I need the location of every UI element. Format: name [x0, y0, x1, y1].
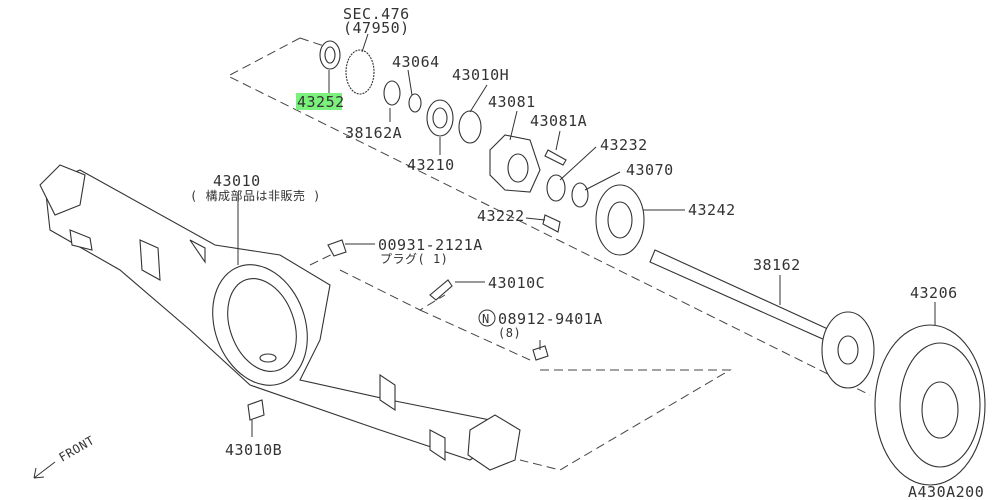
o-ring	[458, 110, 482, 144]
sheet-code: A430A200	[908, 483, 984, 500]
label-43064[interactable]: 43064	[392, 53, 440, 71]
drain-plug	[327, 239, 347, 257]
label-08912-9401a[interactable]: 08912-9401A	[498, 310, 603, 328]
axle-shaft	[649, 249, 831, 341]
label-38162a[interactable]: 38162A	[345, 124, 402, 142]
label-43081[interactable]: 43081	[488, 93, 536, 111]
label-43222[interactable]: 43222	[477, 207, 525, 225]
sensor-rotor	[345, 49, 375, 95]
bearing-lock-nut	[383, 80, 401, 106]
nut	[532, 345, 549, 361]
label-43010-note: ( 構成部品は非販売 )	[190, 188, 321, 203]
n-mark: N	[482, 312, 490, 326]
spacer	[571, 182, 589, 208]
label-38162[interactable]: 38162	[753, 256, 801, 274]
label-43070[interactable]: 43070	[626, 161, 674, 179]
label-43010c[interactable]: 43010C	[488, 274, 545, 292]
label-08912-qty: (8)	[498, 326, 521, 340]
label-43010h[interactable]: 43010H	[452, 66, 509, 84]
label-43206[interactable]: 43206	[910, 284, 958, 302]
label-43252[interactable]: 43252	[297, 93, 345, 111]
upper-group-outline-right	[299, 37, 331, 49]
n-mark-circle	[478, 309, 496, 327]
axle-housing	[39, 164, 521, 471]
bolt	[544, 149, 567, 166]
label-43232[interactable]: 43232	[600, 136, 648, 154]
filler-plug	[247, 399, 265, 421]
front-arrow-icon	[33, 461, 56, 479]
label-43010[interactable]: 43010	[213, 172, 261, 190]
label-00931-note: プラグ( 1)	[380, 252, 448, 266]
gasket	[546, 174, 566, 202]
lower-group-outline	[309, 247, 732, 471]
breather	[429, 279, 453, 301]
label-43242[interactable]: 43242	[688, 201, 736, 219]
label-sec476-ref[interactable]: (47950)	[343, 19, 410, 37]
label-43081a[interactable]: 43081A	[530, 112, 587, 130]
nut-small	[542, 214, 561, 233]
label-43210[interactable]: 43210	[407, 156, 455, 174]
highlight-43252	[296, 93, 342, 110]
lock-washer	[408, 93, 422, 113]
label-sec476[interactable]: SEC.476	[343, 5, 410, 23]
label-00931-2121a[interactable]: 00931-2121A	[378, 236, 483, 254]
label-43010b[interactable]: 43010B	[225, 441, 282, 459]
front-label: FRONT	[57, 433, 97, 464]
